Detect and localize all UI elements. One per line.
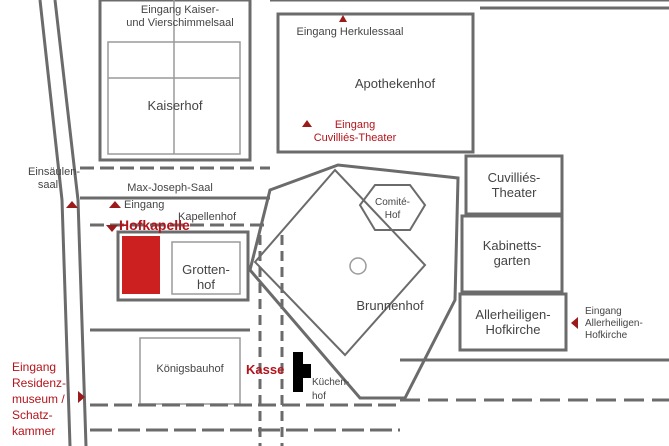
entrance-arrow-icon [339, 15, 347, 22]
label-einsaeulensaal: Einsäulen-saal [28, 166, 80, 191]
label-eingang: Eingang [124, 199, 165, 211]
entrance-arrow-icon [66, 201, 78, 208]
label-eingang-kaiser: Eingang Kaiser-und Vierschimmelsaal [126, 4, 234, 29]
label-cuvillies-theater: Cuvilliés-Theater [487, 170, 541, 200]
label-apothekenhof: Apothekenhof [354, 76, 436, 91]
label-max-joseph-saal: Max-Joseph-Saal [127, 182, 213, 194]
label-kasse: Kasse [246, 362, 285, 377]
entrance-arrow-icon [78, 391, 85, 403]
entrance-arrow-icon [302, 120, 312, 127]
label-brunnenhof: Brunnenhof [356, 298, 424, 313]
hofkapelle-highlight [122, 236, 160, 294]
label-koenigsbauhof: Königsbauhof [156, 363, 224, 375]
entrance-arrow-icon [109, 201, 121, 208]
brunnenhof-block [248, 163, 460, 400]
comite-hof-octagon [358, 184, 427, 231]
label-grottenhof: Grotten-hof [182, 262, 230, 292]
entrance-arrow-icon [571, 317, 578, 329]
kasse-marker-icon [293, 352, 311, 392]
entrance-arrow-icon [106, 225, 118, 232]
kaiserhof-block [98, 0, 252, 162]
west-wall [38, 0, 72, 446]
label-kuechenhof: Küchen-hof [312, 377, 350, 402]
label-kapellenhof: Kapellenhof [178, 211, 237, 223]
apothekenhof-block [276, 12, 475, 154]
label-kabinettsgarten: Kabinetts-garten [482, 238, 542, 268]
label-allerheiligen-hofkirche: Allerheiligen-Hofkirche [475, 307, 551, 337]
label-eingang-herkulessaal: Eingang Herkulessaal [296, 26, 404, 38]
label-hofkapelle: Hofkapelle [119, 217, 190, 233]
label-comite-hof: Comité-Hof [374, 197, 410, 221]
label-kaiserhof: Kaiserhof [147, 98, 203, 113]
